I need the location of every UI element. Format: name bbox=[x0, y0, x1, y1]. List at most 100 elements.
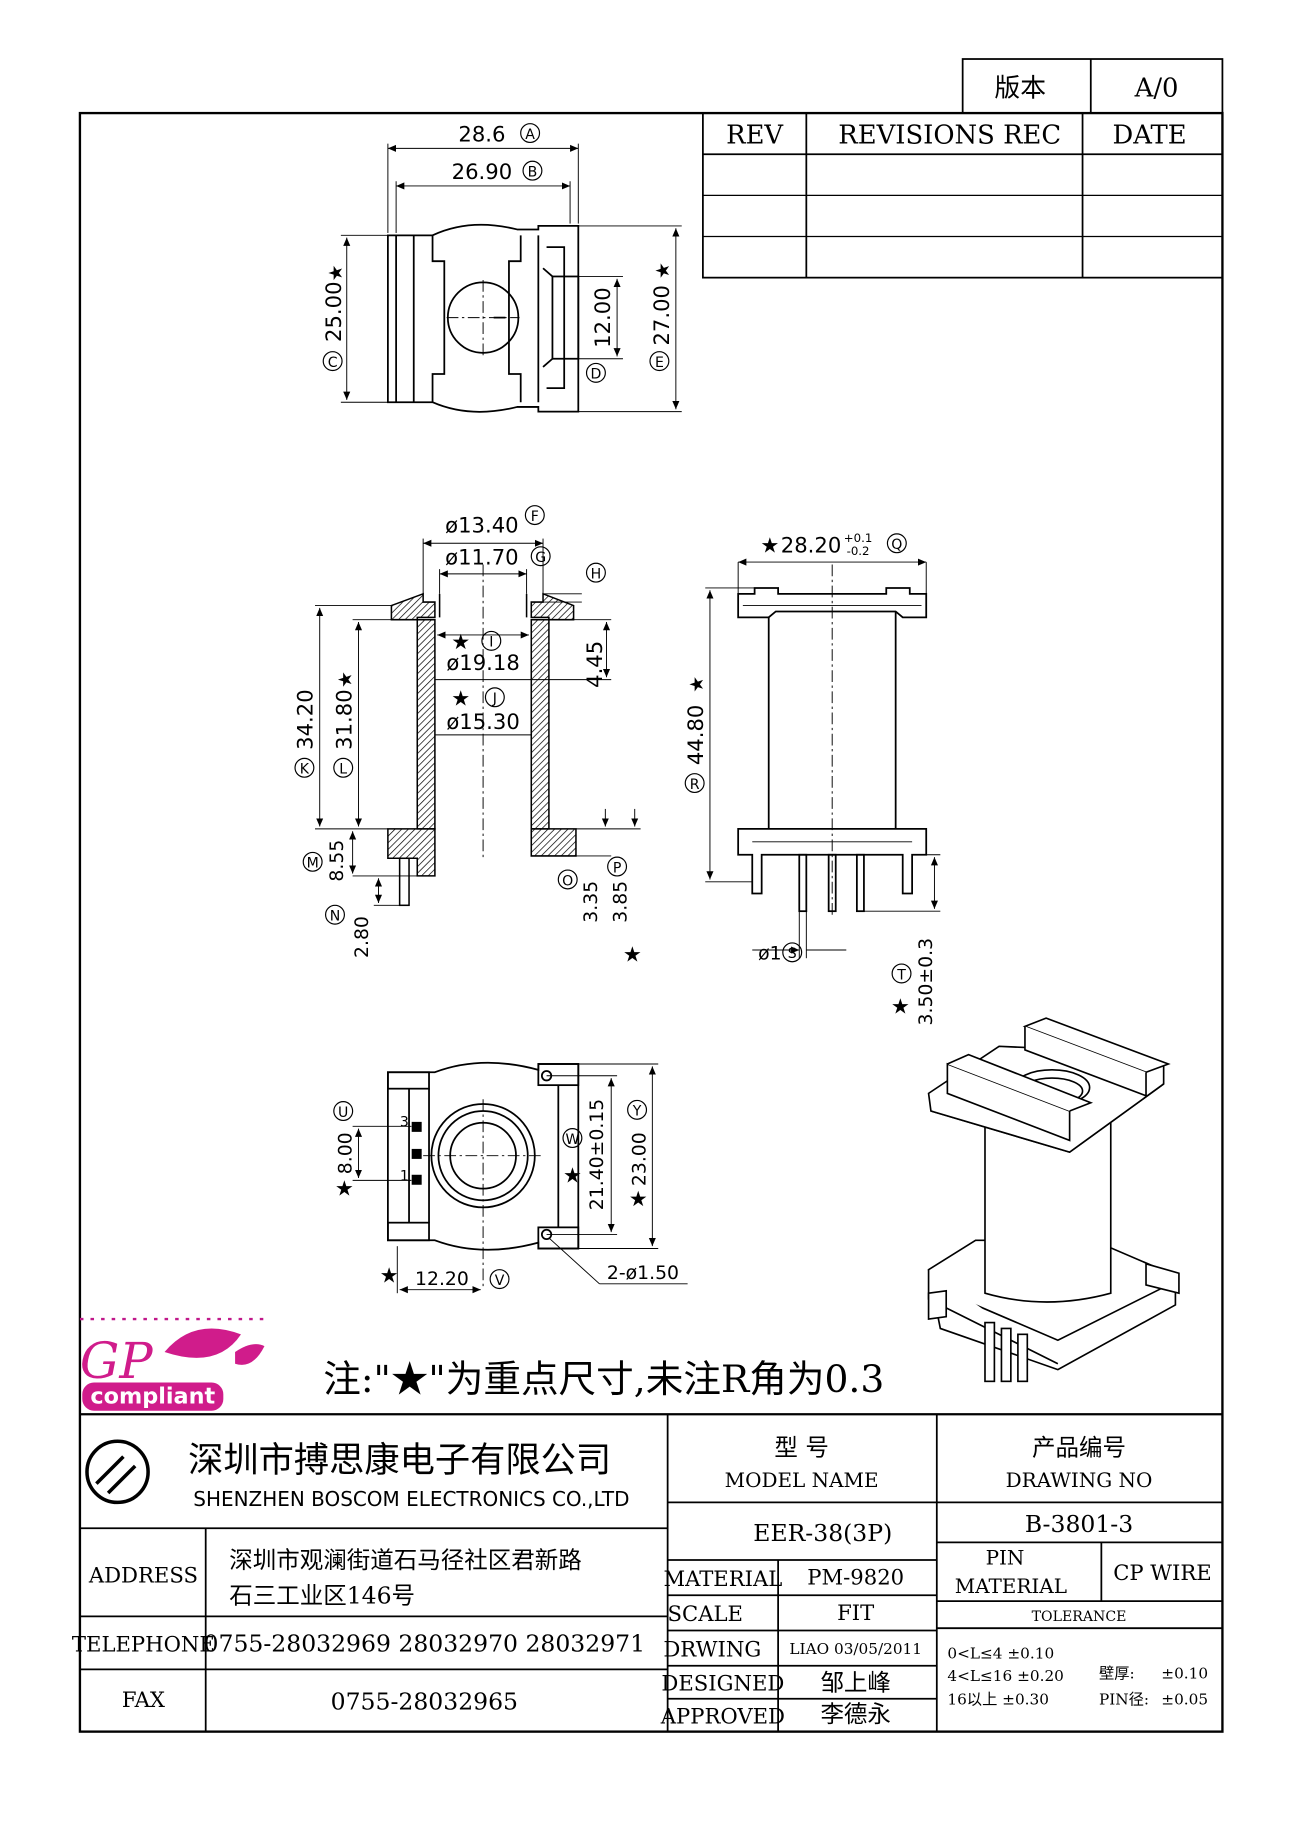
material-value: PM-9820 bbox=[807, 1565, 904, 1590]
pin-diameter-label: PIN径: bbox=[1099, 1691, 1149, 1709]
fax-label: FAX bbox=[122, 1687, 165, 1712]
marker-v: V bbox=[495, 1273, 505, 1289]
dim-t-star: ★ bbox=[891, 993, 910, 1018]
marker-w: W bbox=[565, 1132, 579, 1148]
top-view-labels: 28.6 A 26.90 B 25.00 ★ C 12.00 D 27.00 ★… bbox=[321, 121, 674, 383]
tolerance-label: TOLERANCE bbox=[1032, 1609, 1127, 1625]
dim-f: ø13.40 bbox=[445, 513, 518, 538]
isometric-view bbox=[927, 1017, 1180, 1383]
tolerance-row-3: 16以上 ±0.30 bbox=[947, 1691, 1049, 1709]
material-label: MATERIAL bbox=[663, 1566, 782, 1591]
pin-3-label: 3 bbox=[400, 1114, 409, 1130]
company-name-cn: 深圳市搏思康电子有限公司 bbox=[188, 1440, 611, 1481]
dim-h-value: 4.45 bbox=[582, 641, 607, 688]
marker-c: C bbox=[328, 355, 338, 371]
approved-label: APPROVED bbox=[660, 1703, 785, 1728]
dim-r-star: ★ bbox=[687, 676, 708, 693]
title-block bbox=[79, 1413, 1223, 1732]
section-view bbox=[315, 538, 641, 907]
bottom-view bbox=[352, 1061, 688, 1294]
gp-logo-letters: GP bbox=[80, 1332, 153, 1390]
dim-a: 28.6 bbox=[458, 121, 505, 146]
scale-value: FIT bbox=[837, 1600, 874, 1625]
address-label: ADDRESS bbox=[88, 1562, 198, 1587]
marker-m: M bbox=[307, 856, 319, 872]
dim-j-star: ★ bbox=[451, 685, 470, 710]
drwing-label: DRWING bbox=[663, 1636, 761, 1661]
dim-c-star: ★ bbox=[326, 265, 347, 282]
dim-q-tol-lower: -0.2 bbox=[847, 544, 870, 558]
dim-r: 44.80 bbox=[683, 705, 708, 766]
dim-w-star: ★ bbox=[563, 1163, 582, 1188]
drawing-note: 注:"★"为重点尺寸,未注R角为0.3 bbox=[323, 1357, 884, 1401]
drawing-no-value: B-3801-3 bbox=[1025, 1510, 1133, 1538]
marker-f: F bbox=[531, 509, 539, 525]
dim-q-star: ★ bbox=[760, 533, 779, 558]
marker-k: K bbox=[300, 762, 310, 778]
version-value: A/0 bbox=[1134, 74, 1179, 104]
pin-1-label: 1 bbox=[400, 1168, 409, 1184]
wall-thickness-value: ±0.10 bbox=[1161, 1665, 1208, 1683]
dim-b: 26.90 bbox=[452, 159, 513, 184]
dim-k: 34.20 bbox=[293, 689, 318, 750]
pin-material-value: CP WIRE bbox=[1113, 1560, 1212, 1585]
dim-t: 3.50±0.3 bbox=[916, 938, 937, 1026]
dim-y: 23.00 bbox=[629, 1132, 650, 1186]
dim-j: ø15.30 bbox=[446, 709, 519, 734]
dim-l-star: ★ bbox=[335, 671, 356, 688]
pin-material-label: MATERIAL bbox=[955, 1574, 1067, 1598]
version-label: 版本 bbox=[994, 74, 1046, 104]
dim-n: 2.80 bbox=[352, 916, 373, 958]
marker-s: S bbox=[788, 946, 797, 962]
marker-q: Q bbox=[891, 537, 902, 553]
model-label-en: MODEL NAME bbox=[725, 1468, 879, 1492]
marker-a: A bbox=[525, 127, 535, 143]
model-label-cn: 型 号 bbox=[774, 1433, 828, 1461]
revisions-rec-header: REVISIONS REC bbox=[838, 121, 1061, 151]
marker-p: P bbox=[613, 860, 622, 876]
marker-j: J bbox=[492, 691, 497, 707]
telephone-label: TELEPHONE bbox=[72, 1632, 215, 1657]
version-box: 版本 A/0 bbox=[961, 58, 1224, 114]
dim-c: 25.00 bbox=[321, 281, 346, 342]
dim-g: ø11.70 bbox=[445, 544, 518, 569]
outer-frame bbox=[78, 111, 1224, 1733]
marker-u: U bbox=[338, 1105, 348, 1121]
address-line-1: 深圳市观澜街道石马径社区君新路 bbox=[229, 1546, 582, 1574]
dim-v-star: ★ bbox=[380, 1263, 399, 1288]
marker-g: G bbox=[535, 550, 546, 566]
side-view bbox=[705, 558, 941, 959]
title-block-text: 深圳市搏思康电子有限公司 SHENZHEN BOSCOM ELECTRONICS… bbox=[72, 1433, 1212, 1728]
top-view bbox=[340, 143, 682, 413]
designed-label: DESIGNED bbox=[661, 1670, 784, 1695]
dim-l: 31.80 bbox=[331, 689, 356, 750]
dim-o: 3.35 bbox=[581, 881, 602, 923]
dim-i-star: ★ bbox=[451, 629, 470, 654]
dim-v: 12.20 bbox=[415, 1269, 469, 1290]
marker-n: N bbox=[330, 909, 341, 925]
rev-header: REV bbox=[726, 121, 784, 151]
drawing-no-label-cn: 产品编号 bbox=[1032, 1433, 1126, 1461]
dim-q: 28.20 bbox=[781, 533, 842, 558]
section-view-labels: ø13.40 F ø11.70 G H ★ I ø19.18 ★ J ø15.3… bbox=[293, 505, 642, 967]
tolerance-row-2: 4<L≤16 ±0.20 bbox=[947, 1667, 1064, 1685]
pin-label: PIN bbox=[986, 1546, 1025, 1570]
marker-l: L bbox=[339, 762, 347, 778]
company-name-en: SHENZHEN BOSCOM ELECTRONICS CO.,LTD bbox=[193, 1487, 629, 1511]
approved-value: 李德永 bbox=[820, 1700, 891, 1728]
dim-i: ø19.18 bbox=[446, 650, 519, 675]
pin-diameter-value: ±0.05 bbox=[1161, 1691, 1208, 1709]
scale-label: SCALE bbox=[668, 1601, 743, 1626]
marker-y: Y bbox=[632, 1104, 642, 1120]
model-value: EER-38(3P) bbox=[753, 1519, 892, 1547]
dim-q-tol-upper: +0.1 bbox=[844, 531, 873, 545]
bottom-view-labels: 3 1 U 8.00 ★ ★ 12.20 V 2-ø1.50 W ★ 21.40… bbox=[333, 1099, 679, 1290]
dim-e: 27.00 bbox=[649, 285, 674, 346]
telephone-value: 0755-28032969 28032970 28032971 bbox=[204, 1630, 646, 1658]
marker-b: B bbox=[528, 165, 538, 181]
dim-holes: 2-ø1.50 bbox=[607, 1263, 679, 1284]
wall-thickness-label: 壁厚: bbox=[1099, 1665, 1135, 1683]
marker-t: T bbox=[896, 967, 906, 983]
